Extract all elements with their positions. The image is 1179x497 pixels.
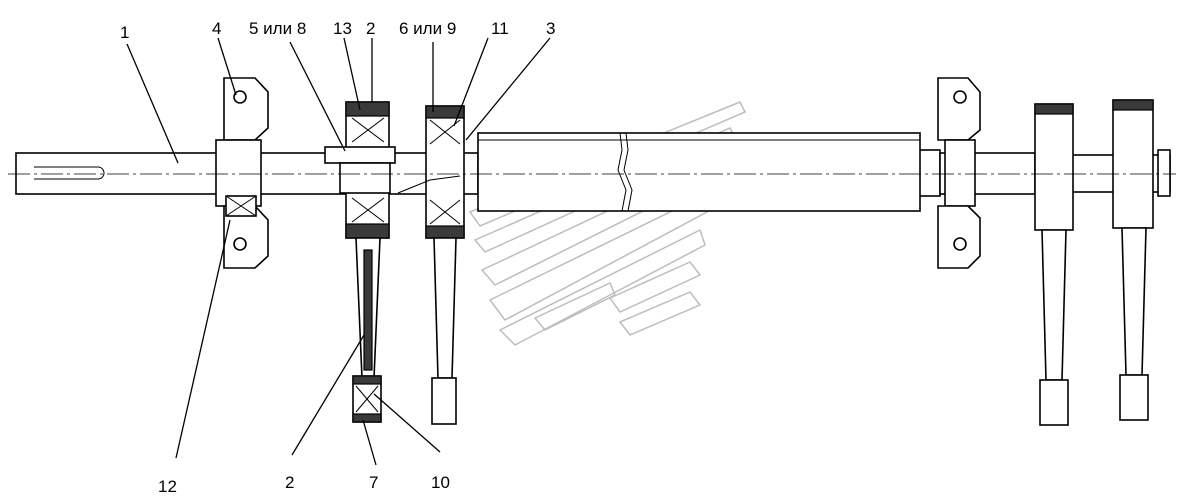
main-shaft bbox=[15, 149, 1171, 197]
callout-label: 6 или 9 bbox=[399, 19, 456, 38]
right-lever-a bbox=[1034, 103, 1074, 426]
right-lever-b bbox=[1112, 99, 1154, 421]
left-bearing-housing bbox=[215, 77, 269, 269]
callout-label: 7 bbox=[369, 473, 378, 492]
callout-label: 11 bbox=[491, 19, 509, 38]
callout-label: 5 или 8 bbox=[249, 19, 306, 38]
callout-label: 10 bbox=[431, 473, 450, 492]
right-bearing-housing bbox=[937, 77, 981, 269]
leader-lines bbox=[126, 37, 551, 466]
callout-label: 2 bbox=[285, 473, 294, 492]
callout-label: 2 bbox=[366, 19, 375, 38]
lever-3 bbox=[397, 105, 465, 425]
callout-label: 13 bbox=[333, 19, 352, 38]
callout-label: 12 bbox=[158, 477, 177, 496]
callout-label: 3 bbox=[546, 19, 555, 38]
lever-2 bbox=[324, 101, 396, 423]
callout-label: 1 bbox=[120, 23, 129, 42]
drum bbox=[477, 132, 921, 212]
callout-label: 4 bbox=[212, 19, 221, 38]
